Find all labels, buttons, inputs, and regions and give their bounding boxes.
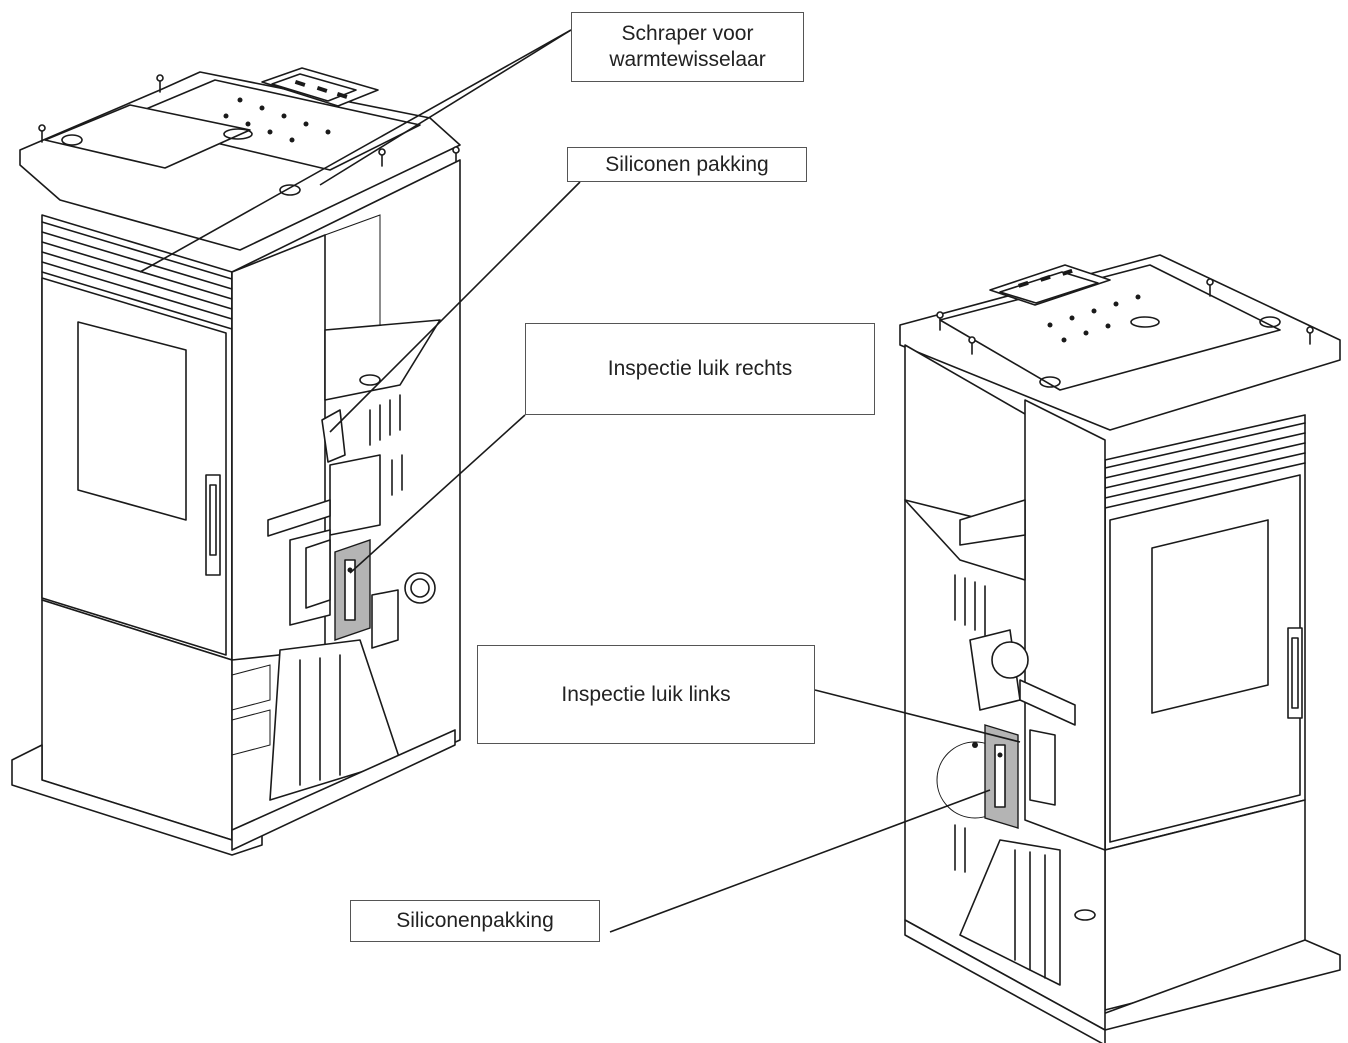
louvres-right [1104,422,1306,509]
top-holes-right [1039,294,1281,388]
callout-hatch-left-text: Inspectie luik links [561,682,731,706]
inspection-hatch-right [334,539,371,641]
leader-scraper-1 [139,29,572,273]
control-panel-left [261,67,379,107]
door-right [1109,474,1303,843]
inspection-hatch-left [972,724,1019,829]
top-holes-left [223,97,331,143]
control-panel-right [989,264,1111,306]
callout-scraper: Schraper voor warmtewisselaar [571,12,804,82]
leader-gasket-bottom [609,789,991,933]
callout-silicone-gasket-bottom: Siliconenpakking [350,900,600,942]
leader-hatch-right [349,414,526,574]
bolts-left [38,74,460,196]
callout-scraper-text: Schraper voor warmtewisselaar [609,22,766,71]
door-left [41,277,250,656]
callout-inspection-hatch-right: Inspectie luik rechts [525,323,875,415]
stove-right-view [899,254,1341,1043]
inner-components-right [904,499,1106,1043]
louvres-left [41,221,233,330]
stove-left-view [11,67,461,856]
leader-hatch-left [814,689,1021,743]
leader-scraper-2 [319,29,572,186]
leader-gasket-top [329,181,581,433]
callout-silicone-gasket-top: Siliconen pakking [567,147,807,182]
callout-gasket-top-text: Siliconen pakking [605,152,769,176]
callout-inspection-hatch-left: Inspectie luik links [477,645,815,744]
leader-lines [139,29,1021,933]
callout-hatch-right-text: Inspectie luik rechts [607,357,793,380]
inner-components-left [231,319,456,851]
callout-gasket-bottom-text: Siliconenpakking [396,909,554,932]
bolts-right [936,278,1314,355]
